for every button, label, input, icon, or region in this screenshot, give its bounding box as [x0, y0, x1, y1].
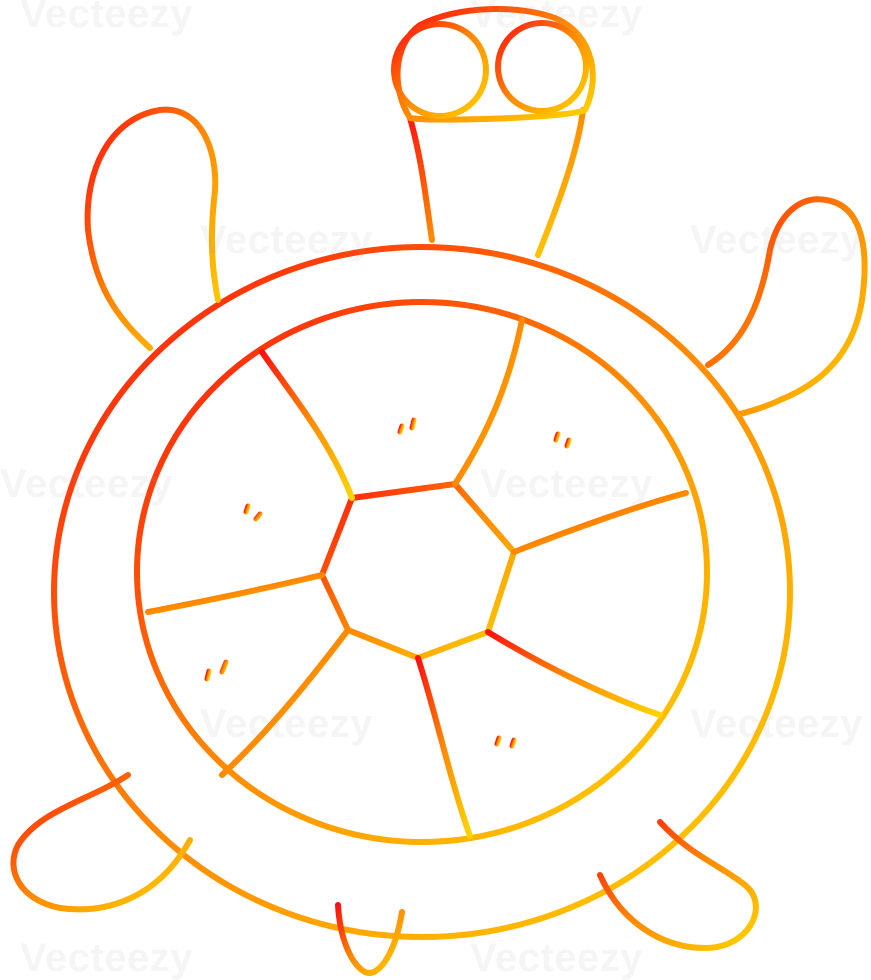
shell-segment-line — [511, 490, 689, 555]
shell-segment-line — [485, 629, 663, 718]
shell-segment-line — [259, 349, 355, 501]
back-left-flipper — [10, 772, 193, 913]
right-eye — [495, 20, 589, 114]
front-right-flipper — [705, 196, 868, 417]
shell-inner-ring — [134, 299, 710, 845]
back-right-flipper — [597, 819, 759, 951]
shell-segment-line — [145, 572, 325, 615]
front-left-flipper — [84, 106, 221, 351]
shell-segment-line — [415, 655, 473, 839]
turtle-tail — [335, 902, 405, 976]
shell-center-plate — [319, 481, 517, 661]
shell-dots — [204, 417, 572, 749]
shell-segment-line — [219, 627, 351, 778]
shell-outer-ring — [51, 244, 793, 940]
turtle-neck — [407, 107, 586, 258]
shell-segment-line — [452, 317, 525, 487]
left-eye — [391, 21, 489, 119]
